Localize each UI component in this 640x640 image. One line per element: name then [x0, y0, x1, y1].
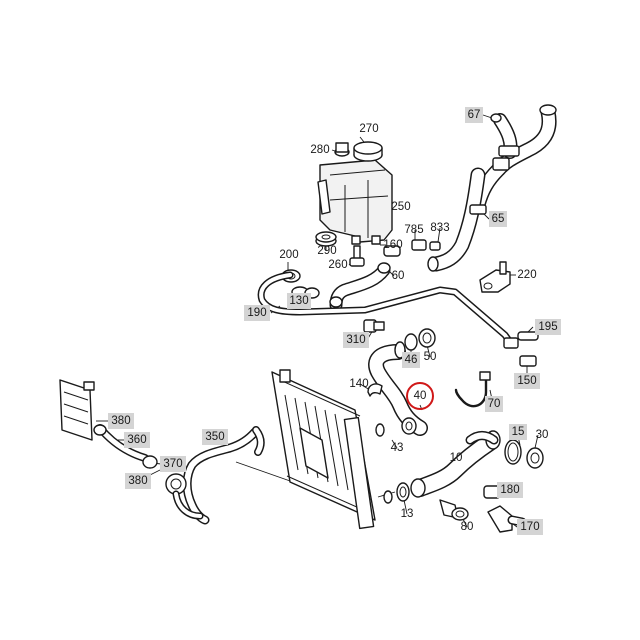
- svg-text:250: 250: [391, 201, 410, 213]
- svg-text:65: 65: [492, 213, 505, 225]
- svg-text:30: 30: [536, 429, 549, 441]
- callout-67: 67: [465, 107, 483, 123]
- upper-bypass-hose: [427, 104, 557, 272]
- svg-text:380: 380: [128, 475, 147, 487]
- callout-380-lower: 380: [125, 473, 151, 489]
- svg-text:150: 150: [517, 375, 536, 387]
- callout-350: 350: [202, 429, 228, 445]
- callout-70: 70: [485, 396, 503, 412]
- callout-40-highlighted: 40: [406, 382, 434, 410]
- svg-text:310: 310: [346, 334, 365, 346]
- svg-text:270: 270: [359, 123, 378, 135]
- auxiliary-cooler: [59, 379, 95, 441]
- svg-text:260: 260: [328, 259, 347, 271]
- callout-60: 60: [392, 270, 405, 282]
- callout-160: 160: [383, 239, 402, 251]
- svg-text:67: 67: [468, 109, 481, 121]
- retaining-wire: [454, 371, 491, 408]
- callout-280: 280: [310, 144, 329, 156]
- svg-text:10: 10: [450, 452, 463, 464]
- callout-785: 785: [404, 224, 423, 236]
- grommet: [315, 231, 337, 247]
- svg-text:43: 43: [391, 442, 404, 454]
- auxiliary-hoses: [93, 424, 158, 469]
- svg-text:200: 200: [279, 249, 298, 261]
- svg-text:350: 350: [205, 431, 224, 443]
- callout-220: 220: [517, 269, 536, 281]
- svg-text:50: 50: [424, 351, 437, 363]
- callout-190: 190: [244, 305, 270, 321]
- svg-text:785: 785: [404, 224, 423, 236]
- callout-46: 46: [402, 352, 420, 368]
- svg-text:140: 140: [349, 378, 368, 390]
- callout-30: 30: [536, 429, 549, 441]
- svg-text:40: 40: [414, 390, 427, 402]
- temperature-sensor: [363, 319, 385, 333]
- clamps-15-30: [504, 439, 544, 469]
- svg-text:195: 195: [538, 321, 557, 333]
- svg-text:46: 46: [405, 354, 418, 366]
- callout-15: 15: [509, 424, 527, 440]
- svg-text:290: 290: [317, 245, 336, 257]
- callout-360: 360: [124, 432, 150, 448]
- svg-text:370: 370: [163, 458, 182, 470]
- callout-200: 200: [279, 249, 298, 261]
- callout-380-upper: 380: [108, 413, 134, 429]
- callout-43: 43: [391, 442, 404, 454]
- svg-text:220: 220: [517, 269, 536, 281]
- callout-130: 130: [287, 293, 311, 309]
- expansion-tank: [317, 141, 393, 245]
- callout-195: 195: [535, 319, 561, 335]
- svg-text:80: 80: [461, 521, 474, 533]
- callout-65: 65: [489, 211, 507, 227]
- svg-text:60: 60: [392, 270, 405, 282]
- lower-radiator-hose: [410, 430, 501, 519]
- callouts: 67 270 280 250 785 833 65 200 290 160: [108, 107, 561, 535]
- callout-80: 80: [461, 521, 474, 533]
- callout-150: 150: [514, 373, 540, 389]
- svg-text:380: 380: [111, 415, 130, 427]
- tank-outlet-fitting: [383, 239, 441, 257]
- callout-260: 260: [328, 259, 347, 271]
- callout-50: 50: [424, 351, 437, 363]
- quick-connectors: [517, 331, 539, 367]
- hose-clamp-13: [396, 482, 410, 502]
- svg-text:15: 15: [512, 426, 525, 438]
- callout-13: 13: [401, 508, 414, 520]
- callout-270: 270: [359, 123, 378, 135]
- mounting-bracket: [479, 261, 511, 293]
- seal-and-clamp: [404, 328, 436, 351]
- svg-text:130: 130: [289, 295, 308, 307]
- callout-10: 10: [450, 452, 463, 464]
- svg-text:360: 360: [127, 434, 146, 446]
- callout-170: 170: [517, 519, 543, 535]
- callout-833: 833: [430, 222, 449, 234]
- svg-text:170: 170: [520, 521, 539, 533]
- svg-text:160: 160: [383, 239, 402, 251]
- callout-310: 310: [343, 332, 369, 348]
- hose-clamp-80: [451, 507, 469, 521]
- tank-hose: [329, 262, 391, 312]
- svg-text:280: 280: [310, 144, 329, 156]
- svg-text:180: 180: [500, 484, 519, 496]
- callout-290: 290: [317, 245, 336, 257]
- hose-clamp-43: [401, 417, 417, 435]
- callout-250: 250: [391, 201, 410, 213]
- svg-text:833: 833: [430, 222, 449, 234]
- callout-140: 140: [349, 378, 368, 390]
- callout-180: 180: [497, 482, 523, 498]
- radiator: [271, 369, 393, 530]
- return-line: [257, 271, 519, 349]
- hose-clamp-140: [367, 383, 383, 397]
- svg-text:70: 70: [488, 398, 501, 410]
- level-sensor: [349, 245, 365, 267]
- callout-370: 370: [160, 456, 186, 472]
- pump-hose-350: [165, 426, 265, 525]
- svg-text:13: 13: [401, 508, 414, 520]
- svg-text:190: 190: [247, 307, 266, 319]
